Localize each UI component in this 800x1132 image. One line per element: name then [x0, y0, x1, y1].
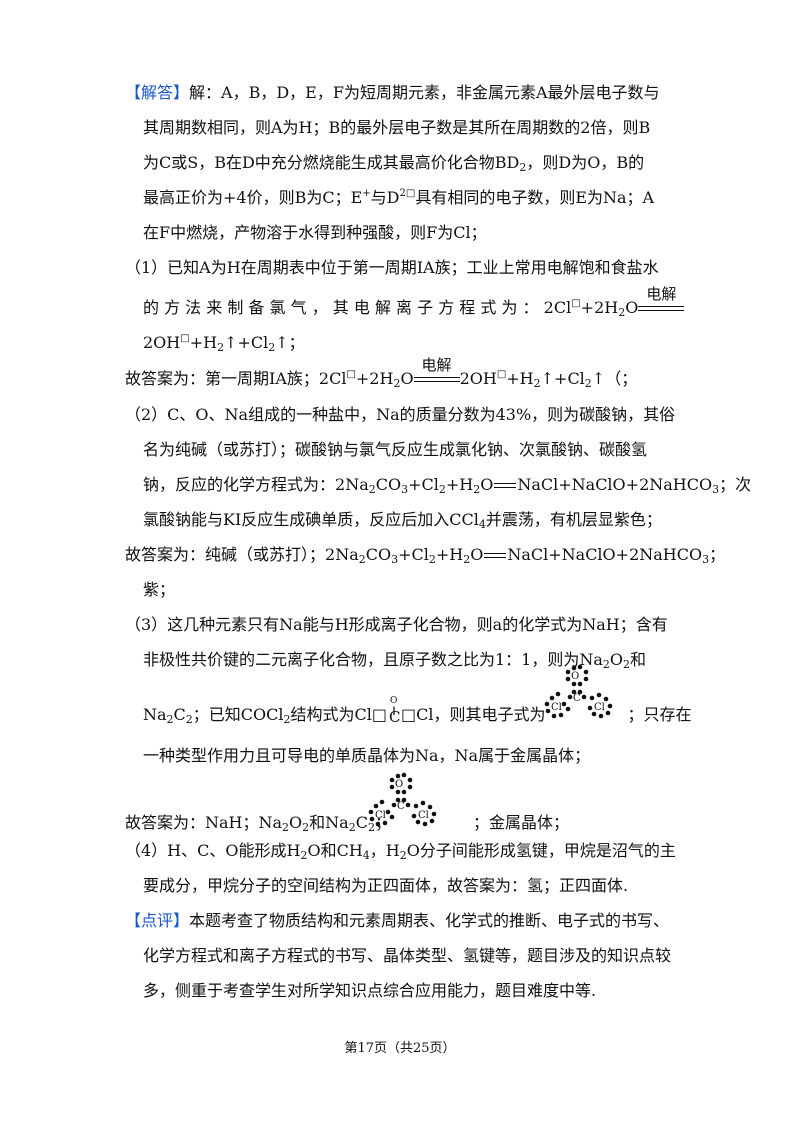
comment-line-2: 化学方程式和离子方程式的书写、晶体类型、氢键等，题目涉及的知识点较 — [143, 946, 672, 965]
electron-dot-diagram-2: O C Cl Cl — [368, 772, 437, 827]
svg-text:C: C — [573, 693, 581, 704]
svg-text:Cl: Cl — [418, 810, 429, 821]
answer-line-3: 为C或S，B在D中充分燃烧能生成其最高价化合物BD2，则D为O，B的 — [143, 153, 645, 174]
part2-answer-end: 紫； — [143, 580, 176, 599]
answer-line-5: 在F中燃烧，产物溶于水得到种强酸，则F为Cl； — [143, 223, 487, 242]
part3-line-4: 一种类型作用力且可导电的单质晶体为Na，Na属于金属晶体； — [143, 746, 591, 765]
answer-line-4: 最高正价为+4价，则B为C；E+与D2□具有相同的电子数，则E为Na；A — [143, 188, 655, 207]
comment-tag: 【点评】 — [125, 911, 190, 930]
page-footer: 第17页（共25页） — [344, 1041, 456, 1056]
part3-answer: 故答案为：NaH；Na2O2和Na2C2；；金属晶体； — [125, 813, 569, 834]
part3-line-1: （3）这几种元素只有Na能与H形成离子化合物，则a的化学式为NaH；含有 — [125, 615, 668, 634]
carbonyl-structure: O‖C — [389, 696, 401, 726]
part3-line-3: Na2C2；已知COCl2结构式为Cl□O‖C□Cl，则其电子式为；只存在 — [143, 696, 692, 726]
part3-line-2: 非极性共价键的二元离子化合物，且原子数之比为1：1，则为Na2O2和 — [143, 650, 647, 671]
part2-line-1: （2）C、O、Na组成的一种盐中，Na的质量分数为43%，则为碳酸钠，其俗 — [125, 405, 676, 424]
electrolysis-arrow: 电解 — [638, 285, 685, 319]
electron-dot-diagram-1: O C Cl Cl — [544, 664, 613, 719]
electrolysis-arrow-2: 电解 — [413, 356, 460, 390]
svg-text:Cl: Cl — [375, 810, 386, 821]
svg-text:Cl: Cl — [551, 702, 562, 713]
part4-line-2: 要成分，甲烷分子的空间结构为正四面体，故答案为：氢；正四面体. — [143, 876, 629, 895]
answer-line-2: 其周期数相同，则A为H；B的最外层电子数是其所在周期数的2倍，则B — [143, 118, 651, 137]
svg-text:O: O — [571, 671, 579, 682]
comment-line-3: 多，侧重于考查学生对所学知识点综合应用能力，题目难度中等. — [143, 981, 597, 1000]
part4-line-1: （4）H、C、O能形成H2O和CH4，H2O分子间能形成氢键，甲烷是沼气的主 — [125, 841, 676, 862]
svg-text:C: C — [397, 801, 405, 812]
svg-text:O: O — [395, 779, 403, 790]
part2-line-4: 氯酸钠能与KI反应生成碘单质，反应后加入CCl4并震荡，有机层显紫色； — [143, 510, 662, 531]
comment-line-1: 【点评】本题考查了物质结构和元素周期表、化学式的推断、电子式的书写、 — [125, 911, 670, 930]
part1-line-3: 2OH□+H2↑+Cl2↑； — [143, 333, 305, 354]
part2-line-2: 名为纯碱（或苏打）；碳酸钠与氯气反应生成氯化钠、次氯酸钠、碳酸氢 — [143, 440, 648, 459]
answer-line-1: 【解答】解：A，B，D，E，F为短周期元素，非金属元素A最外层电子数与 — [125, 83, 660, 102]
part1-line-2: 的 方 法 来 制 备 氯 气 ， 其 电 解 离 子 方 程 式 为 ： 2C… — [143, 285, 685, 319]
answer-tag: 【解答】 — [125, 83, 190, 102]
part1-line-1: （1）已知A为H在周期表中位于第一周期IA族；工业上常用电解饱和食盐水 — [125, 258, 659, 277]
svg-text:Cl: Cl — [594, 702, 605, 713]
